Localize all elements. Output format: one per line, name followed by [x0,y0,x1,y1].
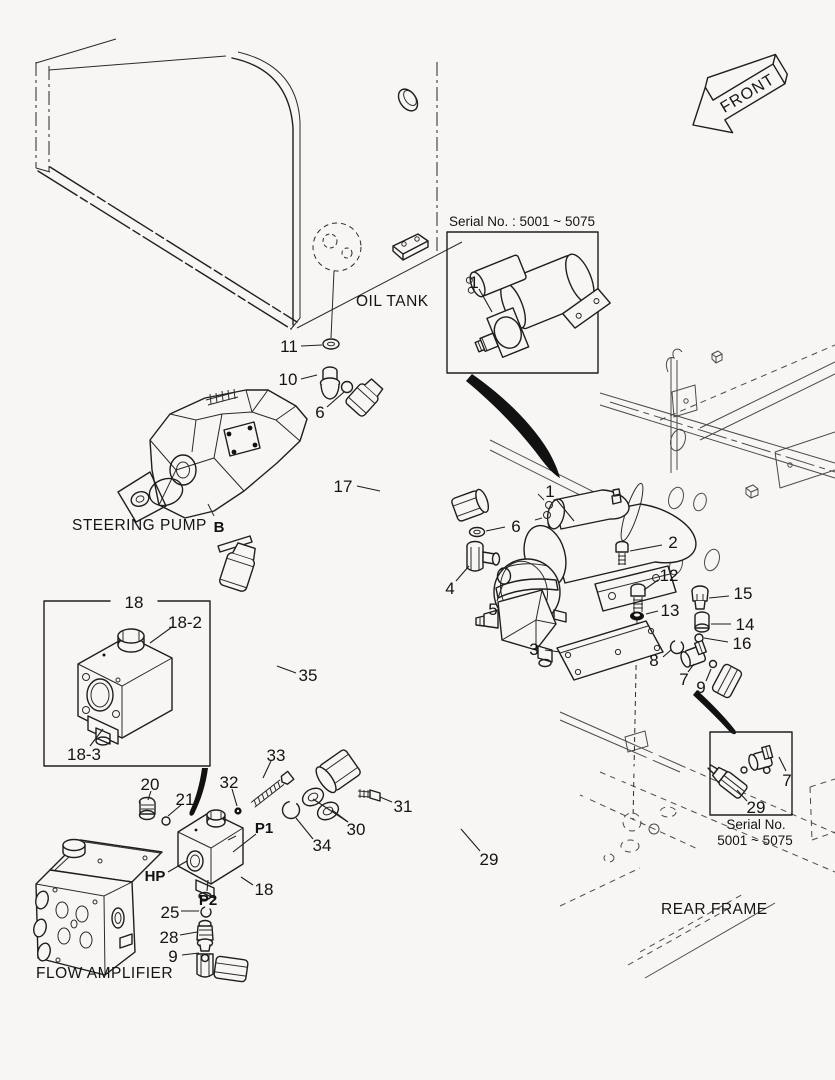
callout-leader-lines [89,288,787,956]
callout-20: 20 [141,775,160,794]
callout-4: 4 [445,579,454,598]
inset-18-valve-drawing [77,628,173,746]
callout-11: 11 [280,337,298,356]
hose-35 [217,535,361,794]
front-arrow: FRONT [692,53,788,134]
callout-34: 34 [313,836,332,855]
callout-7-inset: 7 [782,771,791,790]
callout-30: 30 [347,820,366,839]
rear-frame-lower [559,711,835,979]
locator-dashed-line [632,619,638,821]
callout-35: 35 [299,666,318,685]
pointer-swoosh-top [466,374,560,478]
callout-12: 12 [660,566,679,585]
oil-tank-drawing [35,38,463,339]
pointer-swoosh-mid [189,768,208,816]
inset-18 [43,600,211,767]
flow-amplifier-drawing [33,838,163,976]
callout-9-bottom: 9 [168,947,177,966]
callout-29-inset: 29 [747,798,766,817]
port-p1-label: P1 [255,820,273,837]
callout-1-inset: 1 [469,273,478,292]
flange-parts [234,770,381,821]
callout-9: 9 [696,678,705,697]
serial-label-top: Serial No. : 5001 ~ 5075 [449,214,595,229]
serial-label-bottom-line2: 5001 ~ 5075 [717,833,792,848]
port-p2-label: P2 [199,892,217,909]
callout-17: 17 [334,477,353,496]
pump-inlet-fittings [466,526,512,585]
callout-1: 1 [545,482,554,501]
callout-21: 21 [176,790,195,809]
callout-18-2: 18-2 [168,613,202,632]
callout-8: 8 [649,651,658,670]
tank-outlet-fittings [319,338,354,400]
inset-top [446,231,611,374]
callout-18-inset: 18 [125,593,144,612]
hose-17 [345,378,490,522]
callout-18-3: 18-3 [67,745,101,764]
callout-18: 18 [255,880,274,899]
steering-pump-drawing [117,388,308,523]
rear-frame-upper [489,344,835,576]
callout-14: 14 [736,615,755,634]
block-left-fittings [138,796,171,826]
callout-10: 10 [279,370,298,389]
callout-2: 2 [668,533,677,552]
labels: OIL TANK STEERING PUMP FLOW AMPLIFIER RE… [36,214,793,982]
pump-bolts [615,540,646,621]
callout-28: 28 [160,928,179,947]
callout-25: 25 [161,903,180,922]
rear-frame-label: REAR FRAME [661,901,768,918]
callout-32: 32 [220,773,239,792]
callout-16: 16 [733,634,752,653]
callout-15: 15 [734,584,753,603]
serial-label-bottom-line1: Serial No. [726,817,785,832]
pointer-swoosh-bottom [693,690,737,735]
hose-29 [196,663,743,983]
inset-bottom-parts [707,744,774,799]
callout-3: 3 [529,640,538,659]
callout-13: 13 [661,601,680,620]
callout-5: 5 [488,600,497,619]
inset-top-pump-drawing [465,253,611,358]
callout-7: 7 [679,670,688,689]
port-b-label: B [214,519,225,536]
block-bottom-fittings [196,906,214,963]
port-hp-label: HP [145,868,166,885]
right-fittings [669,585,718,669]
callout-33: 33 [267,746,286,765]
valve-block-18 [177,809,244,901]
callout-6-tank: 6 [315,403,324,422]
flow-amplifier-label: FLOW AMPLIFIER [36,965,173,982]
oil-tank-label: OIL TANK [356,293,429,310]
callout-31: 31 [394,797,413,816]
steering-pump-label: STEERING PUMP [72,517,207,534]
inset-bottom [707,731,793,816]
callout-29: 29 [480,850,499,869]
callout-6-pump: 6 [511,517,520,536]
